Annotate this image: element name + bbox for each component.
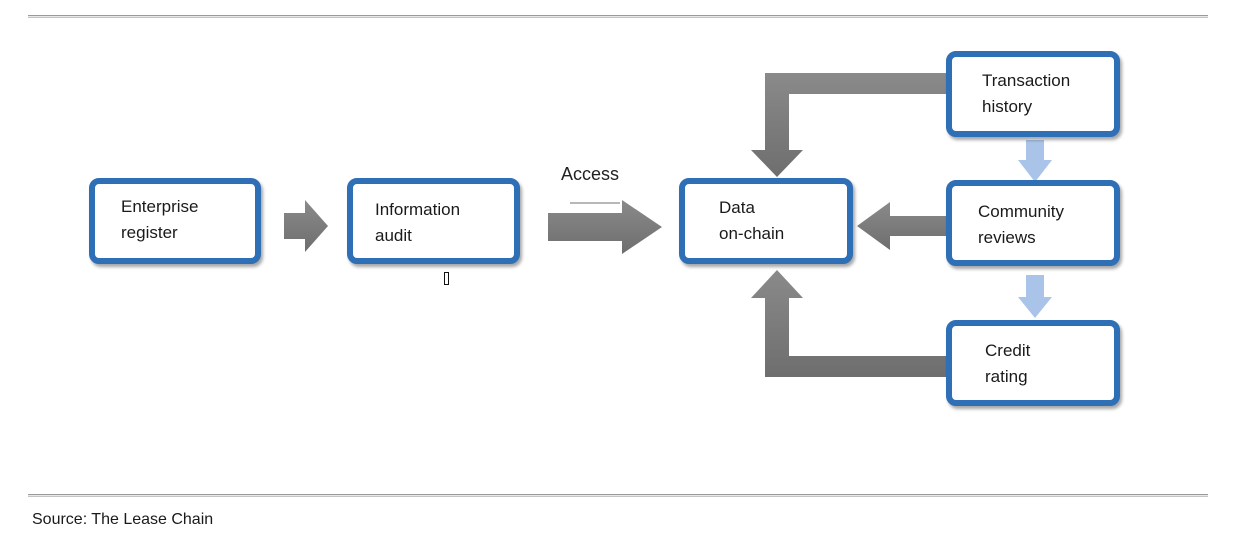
arrow-history-to-data [751,73,950,177]
arrow-audit-to-data [548,200,662,254]
node-data-on-chain: Data on-chain [679,178,853,264]
node-transaction-history-label: Transaction history [982,71,1071,116]
node-enterprise-register: Enterprise register [89,178,261,264]
node-community-reviews: Community reviews [946,180,1120,266]
node-transaction-history: Transaction history [946,51,1120,137]
node-information-audit-label: Information audit [375,200,461,245]
text-cursor-icon [444,272,449,285]
arrow-reviews-to-rating [1018,275,1052,318]
node-enterprise-register-label: Enterprise register [121,197,199,242]
access-underline-mark [570,202,620,204]
source-caption: Source: The Lease Chain [32,511,214,528]
arrow-enterprise-to-audit [284,200,328,252]
node-data-on-chain-label: Data on-chain [719,198,785,243]
arrow-rating-to-data [751,270,950,377]
node-community-reviews-label: Community reviews [978,202,1064,247]
node-information-audit: Information audit [347,178,520,264]
arrow-history-to-reviews [1018,140,1052,182]
arrow-reviews-to-data [857,202,950,250]
node-credit-rating: Credit rating [946,320,1120,406]
top-rule [28,15,1208,18]
bottom-rule [28,494,1208,497]
node-credit-rating-label: Credit rating [985,341,1031,386]
access-label: Access [561,164,620,184]
